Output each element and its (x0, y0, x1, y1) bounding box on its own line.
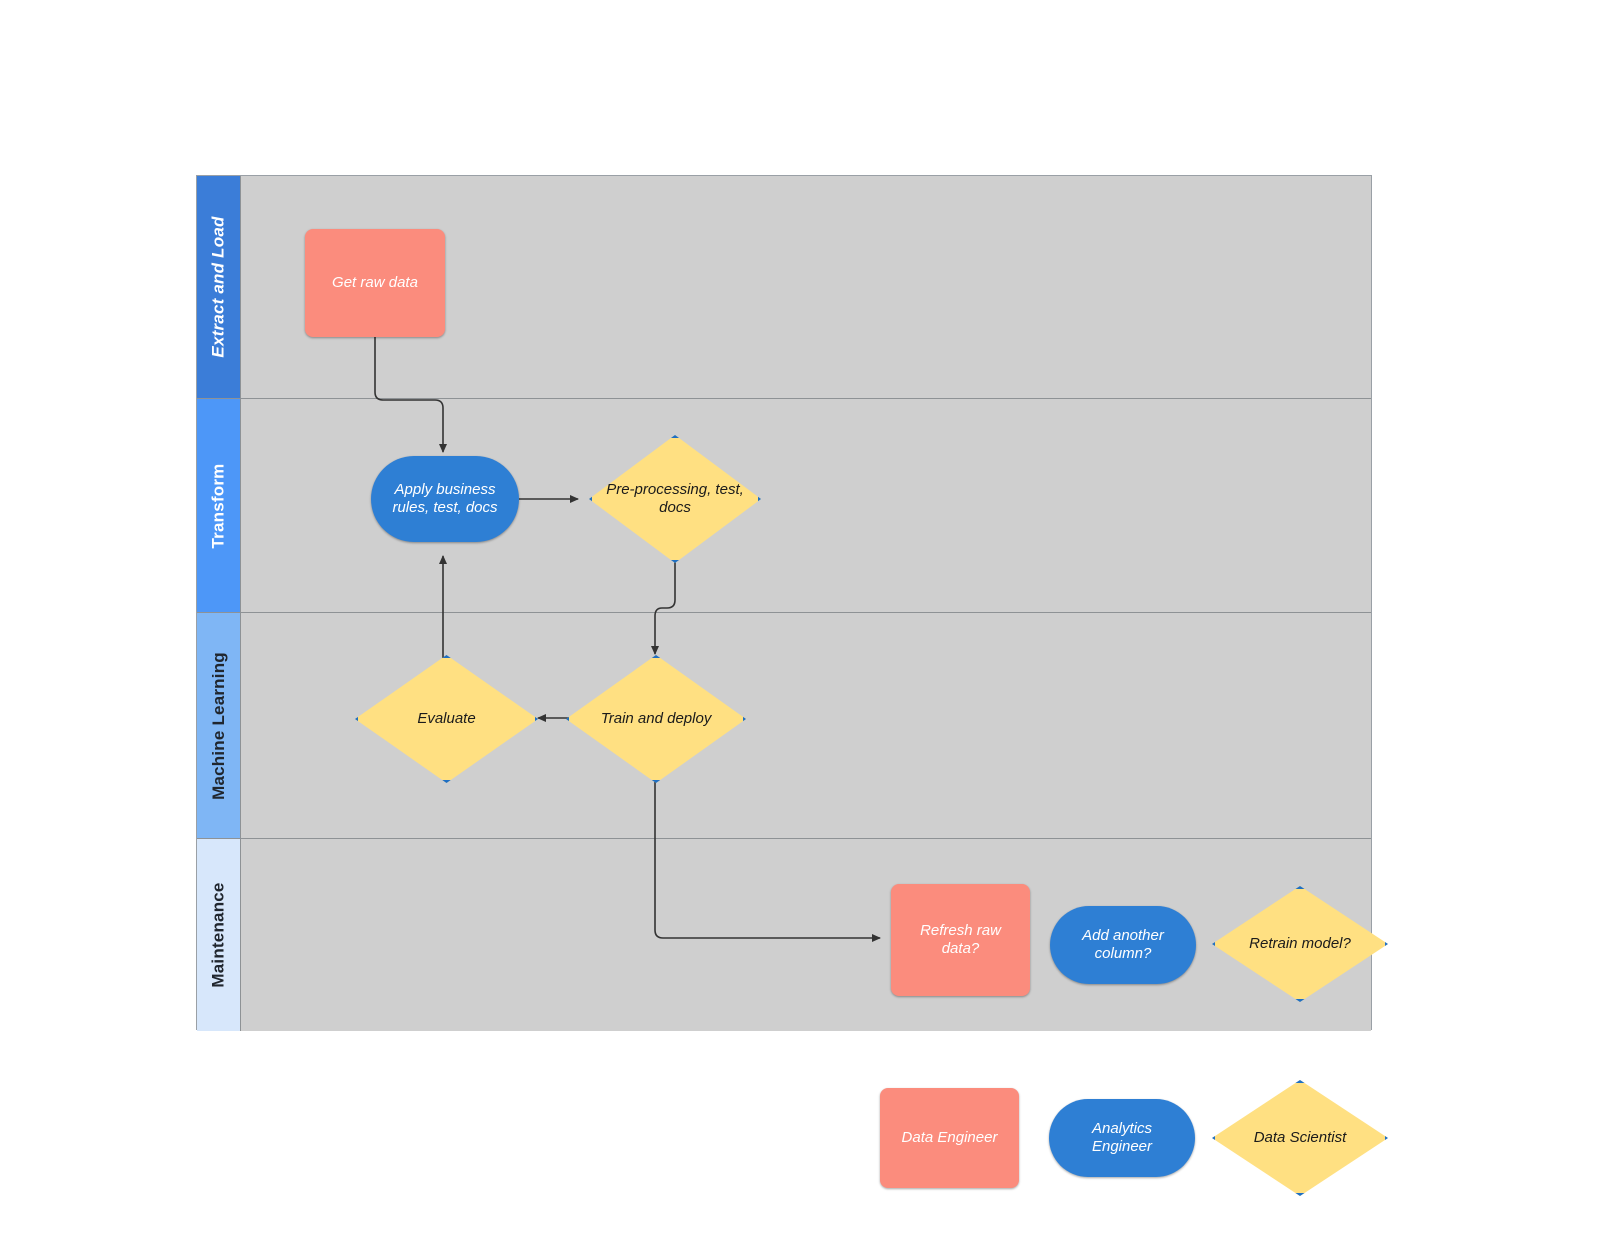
node-label-apply-rules: Apply business rules, test, docs (392, 480, 498, 516)
lane-body-maintenance (241, 839, 1371, 1031)
legend-item-data-engineer: Data Engineer (880, 1088, 1019, 1188)
legend-label-analytics-engineer: Analytics Engineer (1091, 1119, 1153, 1155)
node-label-retrain-model: Retrain model? (1249, 934, 1351, 952)
node-pre-processing[interactable]: Pre-processing, test, docs (589, 435, 761, 563)
lane-label-extract-and-load: Extract and Load (208, 216, 228, 358)
node-evaluate[interactable]: Evaluate (355, 655, 538, 783)
node-label-evaluate: Evaluate (417, 709, 476, 727)
lane-label-maintenance: Maintenance (208, 882, 228, 988)
node-label-train-and-deploy: Train and deploy (600, 709, 712, 727)
node-train-and-deploy[interactable]: Train and deploy (566, 655, 746, 783)
node-apply-rules[interactable]: Apply business rules, test, docs (371, 456, 519, 542)
lane-label-machine-learning: Machine Learning (208, 651, 228, 800)
node-label-add-another-column: Add another column? (1082, 926, 1164, 962)
lane-header-extract-and-load: Extract and Load (197, 176, 241, 398)
node-refresh-raw-data[interactable]: Refresh raw data? (891, 884, 1030, 996)
node-label-get-raw-data: Get raw data (332, 273, 418, 291)
legend-item-data-scientist: Data Scientist (1212, 1080, 1388, 1196)
node-label-refresh-raw-data: Refresh raw data? (920, 921, 1001, 957)
lane-header-machine-learning: Machine Learning (197, 613, 241, 838)
lane-label-transform: Transform (208, 463, 228, 548)
legend-label-data-scientist: Data Scientist (1253, 1128, 1347, 1146)
lane-header-transform: Transform (197, 399, 241, 612)
legend: Data Engineer Analytics Engineer Data Sc… (880, 1080, 1388, 1196)
node-add-another-column[interactable]: Add another column? (1050, 906, 1196, 984)
node-get-raw-data[interactable]: Get raw data (305, 229, 445, 337)
legend-item-analytics-engineer: Analytics Engineer (1049, 1099, 1195, 1177)
node-retrain-model[interactable]: Retrain model? (1212, 886, 1388, 1002)
lane-header-maintenance: Maintenance (197, 839, 241, 1031)
legend-label-data-engineer: Data Engineer (901, 1128, 998, 1146)
node-label-pre-processing: Pre-processing, test, docs (606, 480, 744, 516)
